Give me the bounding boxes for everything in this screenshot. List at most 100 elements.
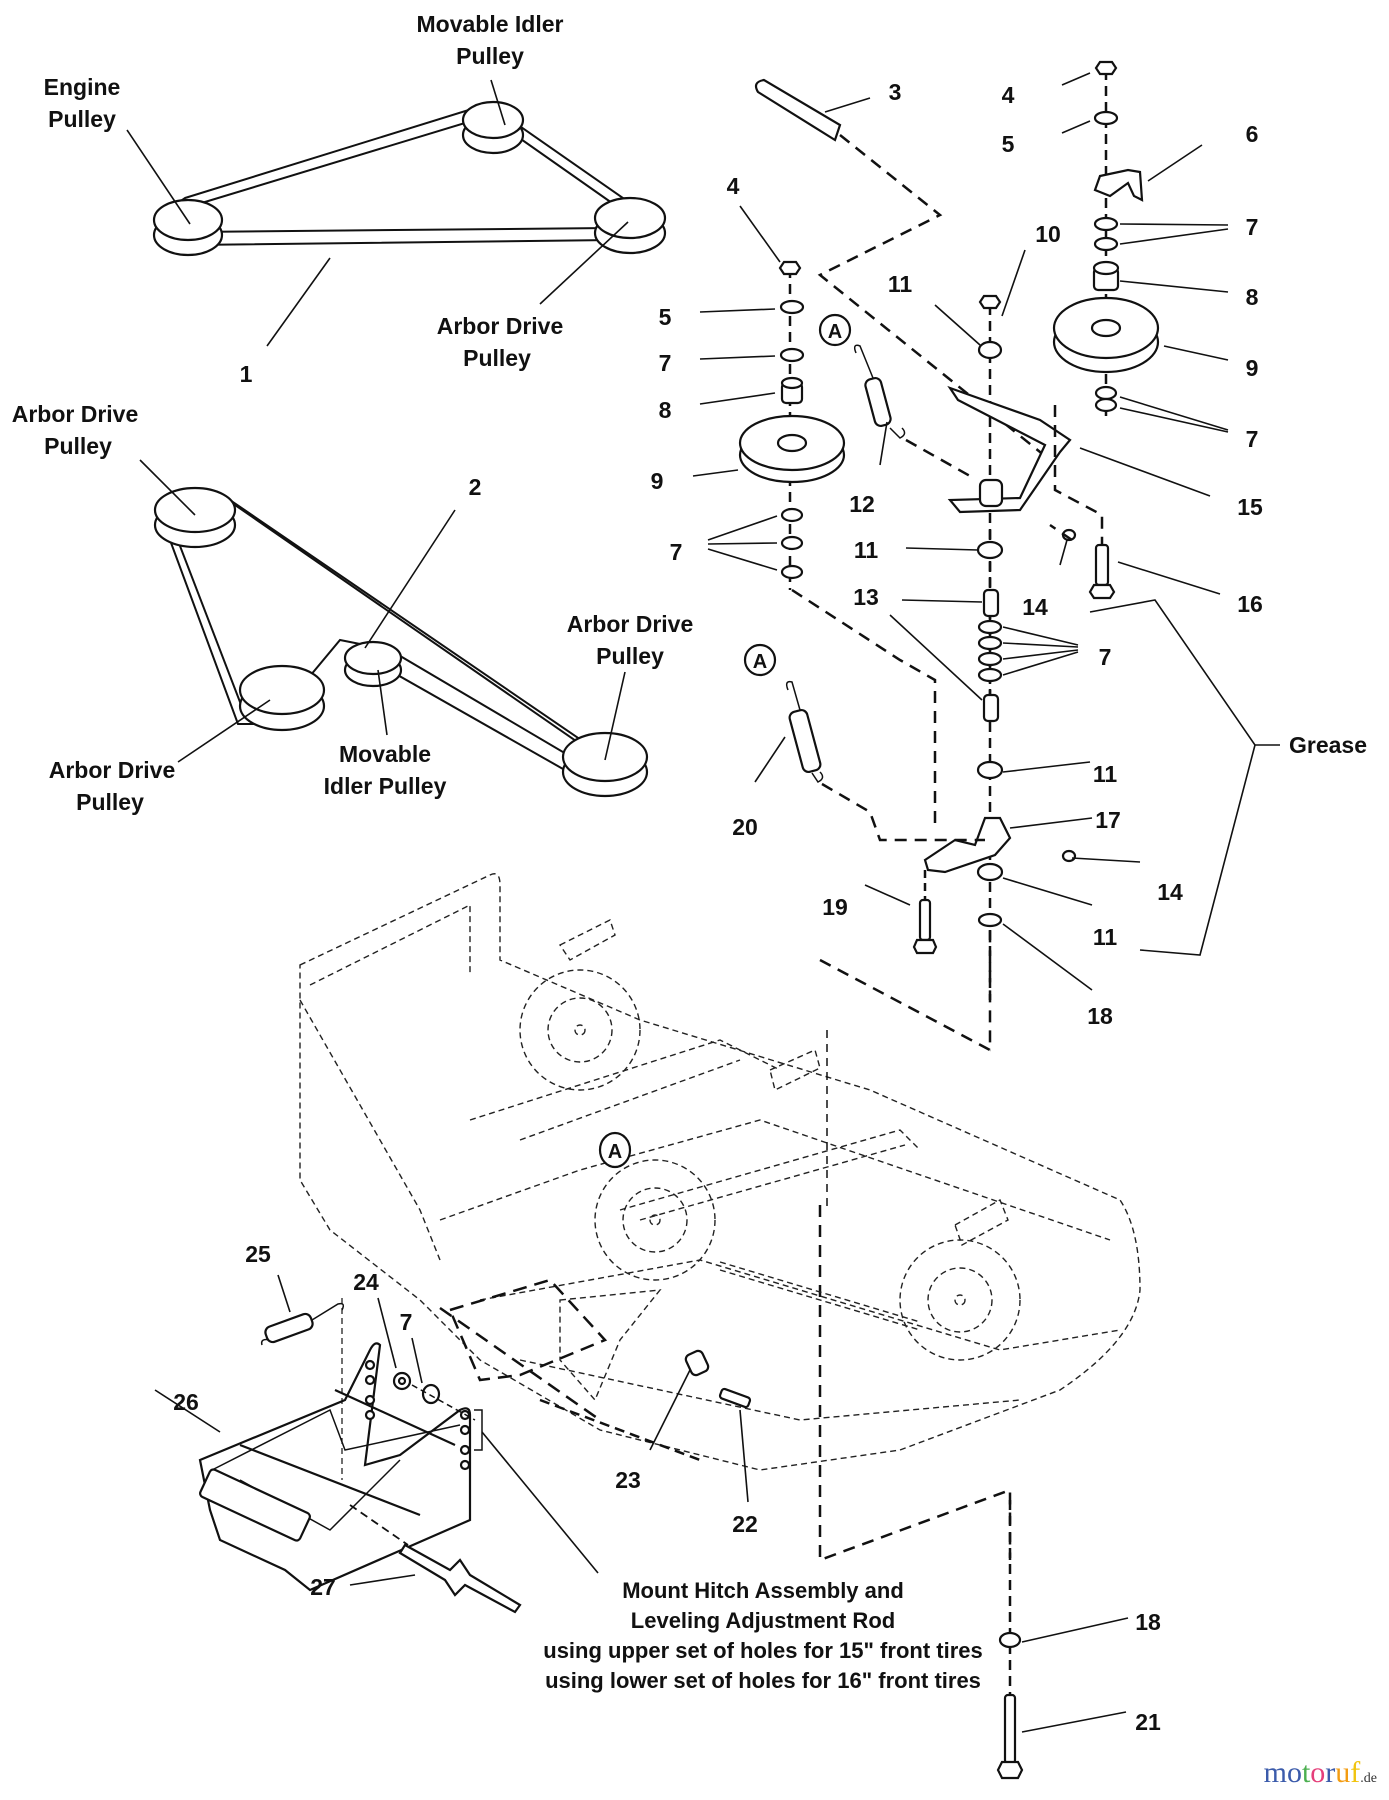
idler-pulley-2-label-2: Idler Pulley bbox=[324, 773, 447, 799]
mount-hitch-note: Mount Hitch Assembly and Leveling Adjust… bbox=[543, 1578, 982, 1693]
spindle-right bbox=[899, 1239, 1021, 1361]
exploded-assembly bbox=[692, 60, 1280, 1780]
part-label-7-left: 7 bbox=[659, 350, 672, 376]
watermark-letter: m bbox=[1263, 1756, 1287, 1789]
arbor-drive-pulley-top-left bbox=[153, 486, 237, 549]
part-label-18-bottom: 18 bbox=[1135, 1609, 1161, 1635]
movable-idler-pulley-2 bbox=[343, 640, 403, 688]
left-pulley-stack bbox=[692, 205, 937, 830]
bolt-part-16 bbox=[1088, 543, 1221, 600]
mount-note-line-1: Mount Hitch Assembly and bbox=[622, 1578, 904, 1603]
spindle-center bbox=[594, 1159, 716, 1281]
watermark-logo: motoruf.de bbox=[1264, 1756, 1377, 1790]
spring-part-25 bbox=[260, 1274, 345, 1480]
grease-bracket bbox=[1089, 599, 1280, 956]
part-label-8-right: 8 bbox=[1246, 284, 1259, 310]
part-label-11-mid: 11 bbox=[854, 537, 879, 563]
arbor-pulley-r-label-1: Arbor Drive bbox=[567, 611, 694, 637]
arbor-pulley-bl-label-1: Arbor Drive bbox=[49, 757, 176, 783]
part-label-5-left: 5 bbox=[659, 304, 672, 330]
spindle-left bbox=[519, 969, 641, 1091]
watermark-letter: t bbox=[1301, 1756, 1311, 1789]
part-label-23: 23 bbox=[615, 1467, 641, 1493]
svg-text:A: A bbox=[828, 321, 842, 343]
part-label-17: 17 bbox=[1095, 807, 1121, 833]
part-label-11-top: 11 bbox=[888, 271, 913, 297]
part-label-14-lower: 14 bbox=[1157, 879, 1183, 905]
mount-note-line-2: Leveling Adjustment Rod bbox=[631, 1608, 895, 1633]
part-label-3: 3 bbox=[889, 79, 902, 105]
handle-grip-part-3 bbox=[754, 78, 871, 142]
part-label-4-left: 4 bbox=[727, 173, 740, 199]
part-label-24: 24 bbox=[353, 1269, 379, 1295]
idler-arm-part-15 bbox=[934, 249, 1211, 720]
arbor-drive-pulley bbox=[593, 196, 667, 255]
arbor-pulley-label-1: Arbor Drive bbox=[437, 313, 564, 339]
arbor-pulley-tl-label-2: Pulley bbox=[44, 433, 112, 459]
belt-diagram-1: Engine Pulley Movable Idler Pulley Arbor… bbox=[44, 11, 667, 387]
movable-idler-pulley bbox=[461, 100, 525, 155]
part-label-6: 6 bbox=[1246, 121, 1259, 147]
part-label-10: 10 bbox=[1035, 221, 1061, 247]
part-number-labels: 3 4 5 6 7 8 9 7 4 5 7 8 9 7 10 11 12 15 … bbox=[173, 79, 1367, 1735]
part-label-2: 2 bbox=[469, 474, 482, 500]
svg-text:A: A bbox=[608, 1141, 622, 1163]
idler-pulley-2-label-1: Movable bbox=[339, 741, 431, 767]
bolt-part-21 bbox=[996, 1693, 1127, 1780]
leveling-rod-part-27 bbox=[349, 1504, 522, 1614]
part-label-15: 15 bbox=[1237, 494, 1263, 520]
part-label-20: 20 bbox=[732, 814, 758, 840]
spring-part-12 bbox=[853, 344, 971, 478]
arbor-pulley-r-label-2: Pulley bbox=[596, 643, 664, 669]
callout-a-deck: A bbox=[598, 1131, 632, 1169]
part-label-14-top: 14 bbox=[1022, 594, 1048, 620]
bolt-part-22 bbox=[718, 1387, 752, 1503]
idler-pulley-label-1: Movable Idler bbox=[417, 11, 564, 37]
part-label-25: 25 bbox=[245, 1241, 271, 1267]
hitch-assembly-part-26 bbox=[154, 1342, 599, 1592]
part-label-18-top: 18 bbox=[1087, 1003, 1113, 1029]
watermark-letter: u bbox=[1335, 1756, 1351, 1789]
part-label-11-lower: 11 bbox=[1093, 761, 1118, 787]
watermark-letter: f bbox=[1350, 1756, 1361, 1789]
part-label-1: 1 bbox=[240, 361, 253, 387]
part-label-11-bottom: 11 bbox=[1093, 924, 1118, 950]
center-shaft-stack bbox=[889, 523, 1141, 1000]
arbor-pulley-tl-label-1: Arbor Drive bbox=[12, 401, 139, 427]
part-label-13: 13 bbox=[853, 584, 879, 610]
arbor-drive-pulley-right bbox=[561, 731, 649, 798]
part-label-5-right: 5 bbox=[1002, 131, 1015, 157]
washer-part-18-bottom bbox=[998, 1617, 1129, 1649]
watermark-letter: o bbox=[1310, 1756, 1326, 1789]
part-label-7-center: 7 bbox=[1099, 644, 1112, 670]
engine-pulley-label-2: Pulley bbox=[48, 106, 116, 132]
part-label-9-right: 9 bbox=[1246, 355, 1259, 381]
grease-label: Grease bbox=[1289, 732, 1367, 758]
spacer-part-23 bbox=[649, 1349, 710, 1451]
belt-diagram-2: Arbor Drive Pulley Arbor Drive Pulley Mo… bbox=[12, 401, 694, 815]
nut-part-24 bbox=[377, 1297, 412, 1391]
part-label-22: 22 bbox=[732, 1511, 758, 1537]
part-label-7-right-bottom: 7 bbox=[1246, 426, 1259, 452]
part-label-19: 19 bbox=[822, 894, 848, 920]
arbor-pulley-label-2: Pulley bbox=[463, 345, 531, 371]
right-pulley-stack bbox=[1052, 60, 1229, 433]
part-label-9-left: 9 bbox=[651, 468, 664, 494]
part-label-26: 26 bbox=[173, 1389, 199, 1415]
callout-a-middle: A bbox=[743, 643, 777, 677]
svg-text:A: A bbox=[753, 651, 767, 673]
part-label-4-right: 4 bbox=[1002, 82, 1015, 108]
watermark-tld: .de bbox=[1360, 1771, 1377, 1786]
spring-part-20 bbox=[754, 680, 985, 842]
part-label-12: 12 bbox=[849, 491, 875, 517]
part-label-8-left: 8 bbox=[659, 397, 672, 423]
mount-note-line-3: using upper set of holes for 15" front t… bbox=[543, 1638, 982, 1663]
part-label-27: 27 bbox=[310, 1574, 336, 1600]
watermark-letter: r bbox=[1325, 1756, 1336, 1789]
arbor-drive-pulley-bottom-left bbox=[238, 664, 326, 732]
arbor-pulley-bl-label-2: Pulley bbox=[76, 789, 144, 815]
part-label-7-right-top: 7 bbox=[1246, 214, 1259, 240]
washer-part-7-hitch bbox=[411, 1337, 476, 1421]
bolt-part-19 bbox=[864, 870, 938, 955]
